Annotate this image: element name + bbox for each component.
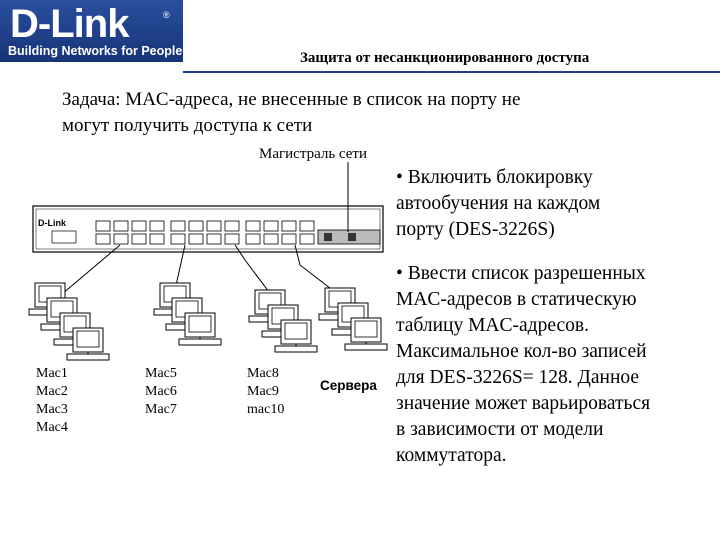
bullet-list: • Включить блокировку автообучения на ка… — [396, 165, 720, 487]
mac-list-group-3: Mac8 Mac9 mac10 — [247, 365, 284, 419]
mac-label: Mac9 — [247, 384, 279, 399]
switch-port — [281, 233, 297, 245]
switch-port — [224, 233, 240, 245]
logo-wordmark: D-Link — [10, 2, 129, 46]
uplink-port — [348, 233, 356, 241]
task-line: Задача: MAC-адреса, не внесенные в списо… — [62, 89, 521, 110]
bullet-line: коммутатора. — [396, 445, 507, 466]
mac-label: Mac4 — [36, 420, 68, 435]
bullet-line: MAC-адресов в статическую — [396, 289, 637, 310]
link-group-3 — [234, 244, 276, 301]
mac-list-group-2: Mac5 Mac6 Mac7 — [145, 365, 177, 419]
logo-tagline: Building Networks for People — [8, 44, 183, 58]
switch-port — [299, 233, 315, 245]
switch-port — [224, 220, 240, 232]
switch-port — [113, 220, 129, 232]
bullet-line: • Ввести список разрешенных — [396, 263, 646, 284]
task-statement: Задача: MAC-адреса, не внесенные в списо… — [62, 87, 682, 139]
computer-icon — [274, 319, 318, 353]
switch-port — [170, 220, 186, 232]
bullet-line: • Включить блокировку — [396, 167, 593, 188]
logo-registered-mark: ® — [163, 10, 170, 20]
mac-list-group-1: Mac1 Mac2 Mac3 Mac4 — [36, 365, 68, 437]
switch-port — [299, 220, 315, 232]
bullet-line: для DES-3226S= 128. Данное — [396, 367, 640, 388]
computer-group — [28, 282, 388, 361]
slide-title: Защита от несанкционированного доступа — [300, 50, 590, 66]
switch-port — [149, 220, 165, 232]
switch-port — [149, 233, 165, 245]
switch-port — [263, 220, 279, 232]
mac-label: Mac7 — [145, 402, 177, 417]
switch-port — [281, 220, 297, 232]
switch-port — [206, 220, 222, 232]
mac-label: Mac6 — [145, 384, 177, 399]
bullet-item: • Включить блокировку автообучения на ка… — [396, 165, 720, 243]
header-divider — [183, 71, 720, 73]
switch-port — [170, 233, 186, 245]
switch-brand-label: D-Link — [38, 218, 67, 228]
bullet-line: порту (DES-3226S) — [396, 219, 555, 240]
uplink-port — [324, 233, 332, 241]
mac-label: Mac8 — [247, 366, 279, 381]
mac-label: Mac1 — [36, 366, 68, 381]
switch-port — [95, 220, 111, 232]
task-line: могут получить доступа к сети — [62, 115, 313, 136]
computer-icon — [66, 327, 110, 361]
mac-label: Mac3 — [36, 402, 68, 417]
switch-device: D-Link — [32, 205, 384, 253]
switch-port — [263, 233, 279, 245]
backbone-label: Магистраль сети — [259, 146, 368, 162]
bullet-item: • Ввести список разрешенных MAC-адресов … — [396, 261, 720, 469]
switch-port — [206, 233, 222, 245]
switch-port — [113, 233, 129, 245]
mac-label: Mac5 — [145, 366, 177, 381]
switch-port — [245, 220, 261, 232]
computer-icon — [344, 317, 388, 351]
mac-label: mac10 — [247, 402, 285, 417]
bullet-line: Максимальное кол-во записей — [396, 341, 647, 362]
mac-label: Mac2 — [36, 384, 68, 399]
computer-icon — [178, 312, 222, 346]
link-servers — [294, 244, 336, 293]
bullet-line: автообучения на каждом — [396, 193, 601, 214]
bullet-line: значение может варьироваться — [396, 393, 651, 414]
bullet-line: в зависимости от модели — [396, 419, 604, 440]
switch-port — [188, 220, 204, 232]
dlink-logo: D-Link ® Building Networks for People — [0, 0, 183, 62]
servers-label: Сервера — [320, 378, 377, 393]
link-group-1 — [54, 244, 121, 301]
switch-port — [245, 233, 261, 245]
switch-port — [131, 220, 147, 232]
switch-port — [188, 233, 204, 245]
switch-port-block — [95, 220, 315, 245]
bullet-line: таблицу MAC-адресов. — [396, 315, 589, 336]
switch-port — [95, 233, 111, 245]
switch-port — [131, 233, 147, 245]
switch-display — [51, 230, 77, 244]
